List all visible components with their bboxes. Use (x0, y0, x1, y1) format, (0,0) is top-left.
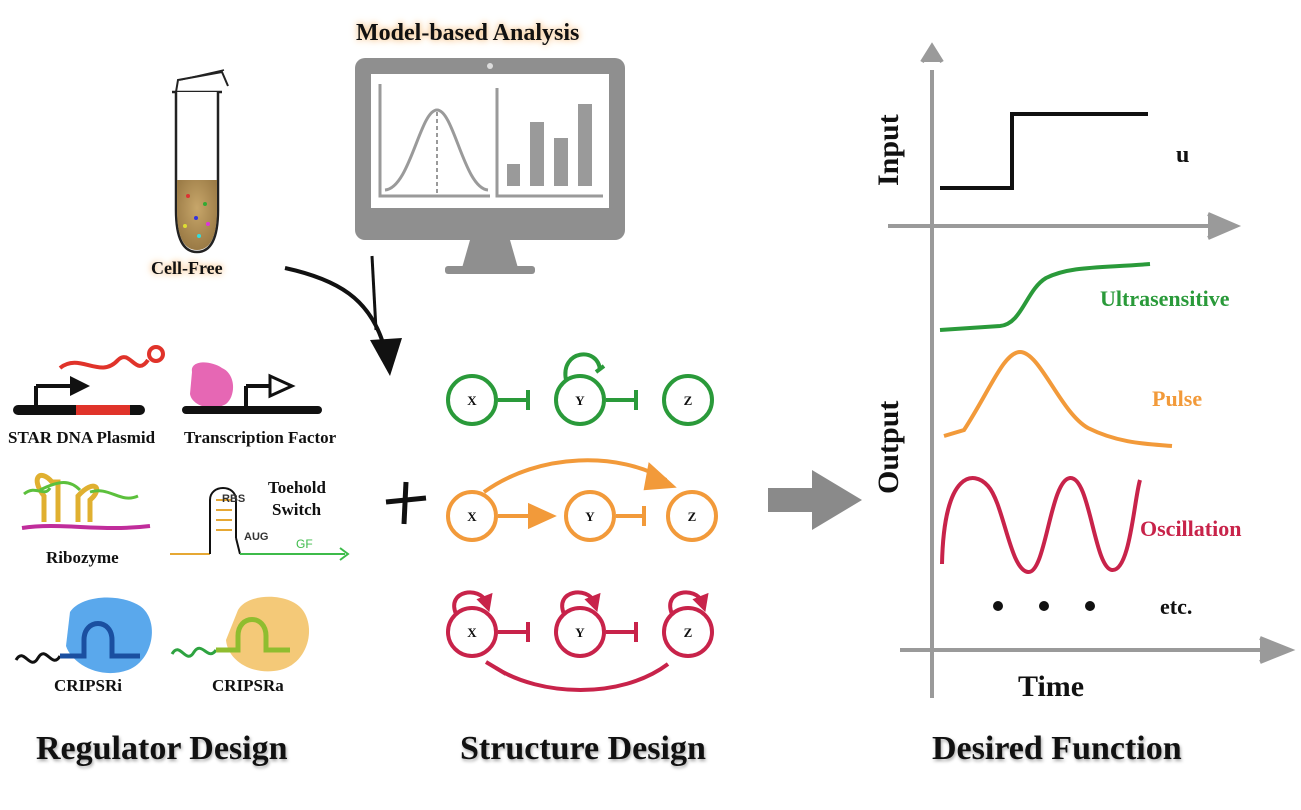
aug-label: AUG (244, 531, 268, 543)
node-y-red (554, 606, 606, 658)
crispra-label: CRIPSRa (212, 676, 284, 695)
test-tube-icon (172, 69, 229, 254)
node-labels: X Y Z X Y Z X Y Z (467, 393, 696, 640)
monitor-icon (355, 58, 625, 274)
model-analysis-title: Model-based Analysis (356, 20, 580, 46)
cell-free-label: Cell-Free (151, 258, 223, 278)
toehold-label-1: Toehold (268, 478, 326, 497)
desired-function-title: Desired Function (932, 730, 1182, 767)
crispri-label: CRIPSRi (54, 676, 123, 695)
star-plasmid-icon (13, 345, 165, 415)
input-axis-label: Input (872, 114, 905, 186)
ultrasensitive-curve (939, 262, 1151, 332)
gfp-label: GF (296, 537, 313, 551)
ellipsis-dots (993, 601, 1095, 611)
big-right-arrow (768, 470, 862, 530)
time-axis-label: Time (1018, 670, 1085, 703)
u-label: u (1176, 142, 1190, 168)
node-z-orange (666, 490, 718, 542)
star-plasmid-label: STAR DNA Plasmid (8, 428, 156, 447)
node-x-orange (446, 490, 498, 542)
oscillation-curve (940, 476, 1142, 574)
node-y-orange (564, 490, 616, 542)
svg-text:X: X (467, 509, 477, 524)
network-red (446, 590, 714, 692)
pulse-curve (943, 349, 1173, 448)
structure-design-title: Structure Design (460, 730, 706, 767)
toehold-label-2: Switch (272, 500, 322, 519)
regulator-design-title: Regulator Design (36, 730, 288, 767)
ultrasensitive-label: Ultrasensitive (1100, 286, 1230, 311)
transcription-factor-label: Transcription Factor (184, 428, 337, 447)
flow-arrow-curved (284, 255, 402, 376)
crispra-icon (170, 596, 310, 672)
plus-icon (385, 481, 427, 525)
svg-text:X: X (467, 625, 477, 640)
svg-text:Z: Z (684, 393, 693, 408)
svg-text:X: X (467, 393, 477, 408)
svg-text:Y: Y (585, 509, 595, 524)
output-axis-label: Output (872, 401, 905, 494)
node-x-green (446, 374, 498, 426)
node-z-red (662, 606, 714, 658)
node-x-red (446, 606, 498, 658)
input-step-curve (940, 112, 1148, 190)
transcription-factor-icon (182, 362, 322, 414)
bar-chart-icon (495, 88, 603, 198)
ribozyme-icon (21, 473, 151, 530)
svg-text:Y: Y (575, 625, 585, 640)
function-axes (888, 42, 1296, 698)
ribozyme-label: Ribozyme (46, 548, 119, 567)
network-orange (446, 458, 718, 542)
svg-text:Y: Y (575, 393, 585, 408)
pulse-label: Pulse (1152, 386, 1203, 411)
bell-curve-chart-icon (378, 84, 490, 198)
network-green (446, 352, 714, 426)
node-y-green (554, 374, 606, 426)
toehold-switch-icon (170, 487, 350, 561)
svg-text:Z: Z (688, 509, 697, 524)
etc-label: etc. (1160, 594, 1193, 619)
node-z-green (662, 374, 714, 426)
rbs-label: RBS (222, 493, 245, 505)
svg-text:Z: Z (684, 625, 693, 640)
crispri-icon (14, 597, 152, 674)
oscillation-label: Oscillation (1140, 516, 1242, 541)
